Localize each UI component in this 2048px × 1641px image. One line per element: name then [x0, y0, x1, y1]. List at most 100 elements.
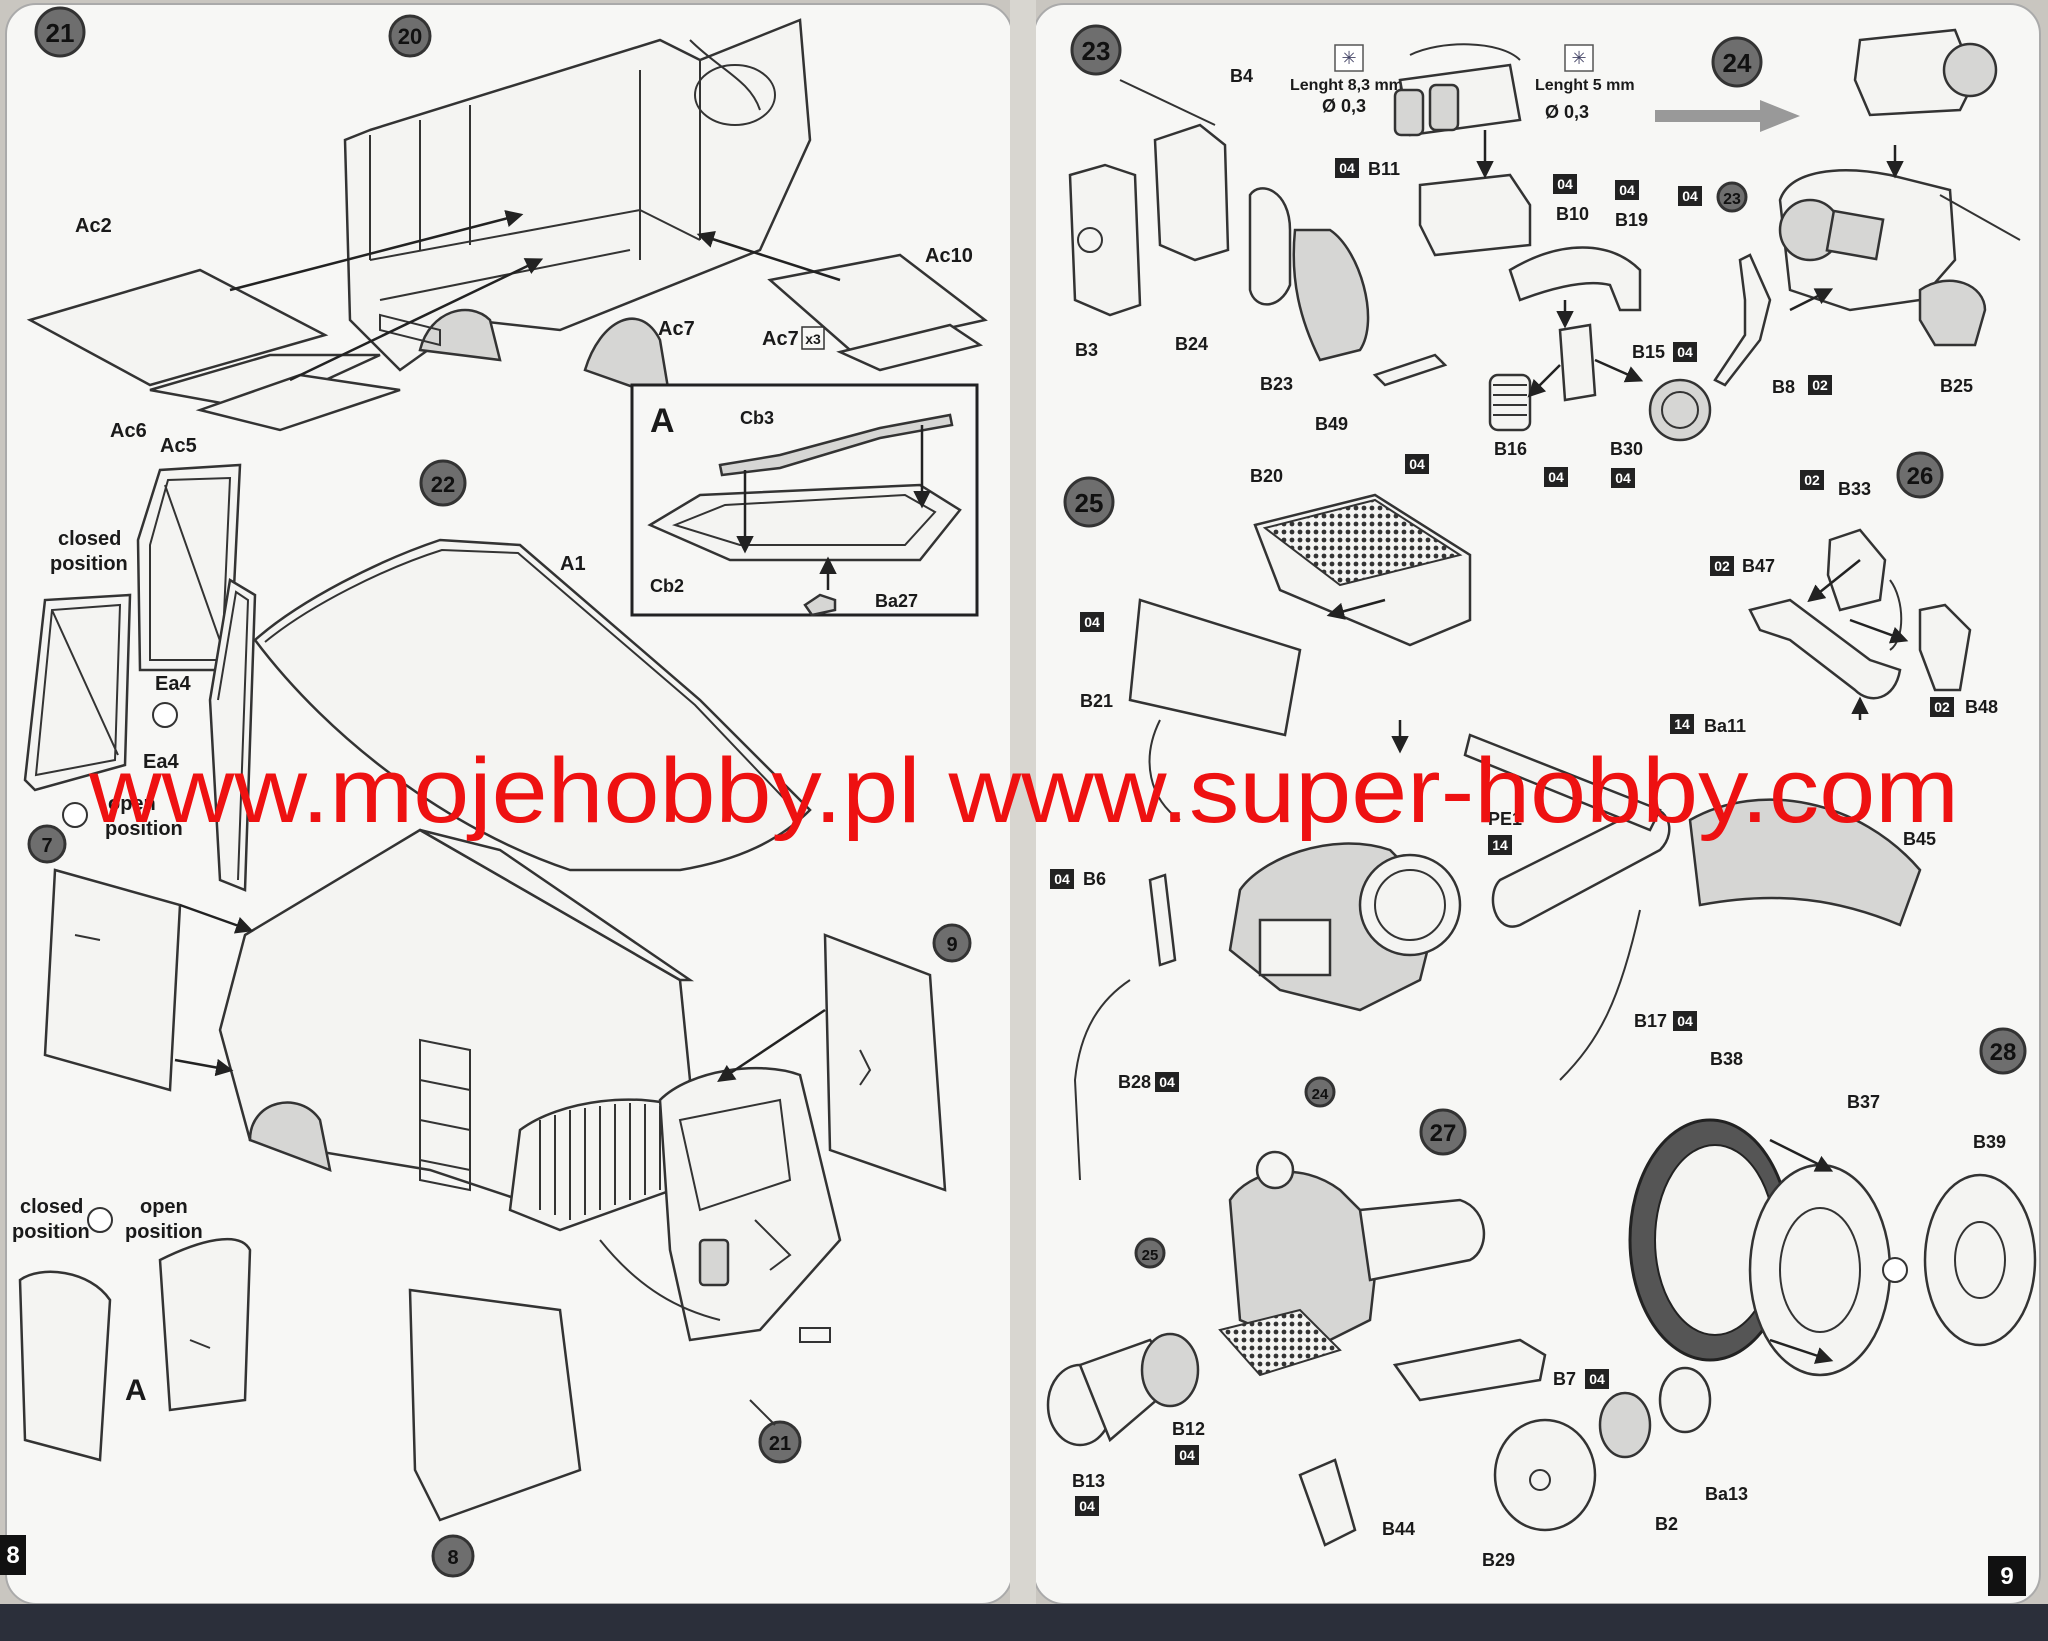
svg-text:Ba13: Ba13 [1705, 1484, 1748, 1504]
svg-text:04: 04 [1548, 469, 1564, 485]
side-door-9: 9 [717, 923, 972, 1192]
svg-text:8: 8 [6, 1542, 19, 1569]
svg-text:B39: B39 [1973, 1132, 2006, 1152]
svg-text:04: 04 [1079, 1498, 1095, 1514]
svg-text:28: 28 [1990, 1039, 2017, 1066]
svg-text:14: 14 [1492, 837, 1508, 853]
svg-text:Lenght 8,3 mm: Lenght 8,3 mm [1290, 77, 1403, 94]
svg-text:24: 24 [1312, 1086, 1329, 1103]
svg-text:Ea4: Ea4 [155, 673, 191, 695]
svg-text:B30: B30 [1610, 439, 1643, 459]
svg-text:04: 04 [1054, 871, 1070, 887]
svg-text:04: 04 [1682, 188, 1698, 204]
svg-text:B29: B29 [1482, 1550, 1515, 1570]
rear-door-7: 7 [27, 824, 254, 1092]
van-body-drawing: 21 [218, 828, 842, 1464]
svg-text:open: open [140, 1196, 188, 1218]
svg-text:Ac10: Ac10 [925, 245, 973, 267]
cab-doors-lower: closed position open position A 8 [12, 1196, 582, 1578]
svg-text:04: 04 [1557, 176, 1573, 192]
ignition-parts: ✳ Lenght 8,3 mm Ø 0,3 ✳ Lenght 5 mm Ø 0,… [1290, 43, 1712, 459]
svg-text:Ba11: Ba11 [1704, 716, 1746, 736]
svg-text:position: position [105, 818, 183, 840]
cab-frame-drawing: 20 [343, 14, 812, 402]
svg-text:A: A [650, 402, 675, 440]
step-28: 28 B38 B37 B39 [1628, 1027, 2037, 1377]
side-windows: closed position Ea4 Ea4 open position [23, 463, 257, 892]
svg-text:9: 9 [946, 934, 957, 956]
svg-text:B13: B13 [1072, 1471, 1105, 1491]
svg-text:B37: B37 [1847, 1092, 1880, 1112]
svg-text:7: 7 [41, 835, 52, 857]
svg-text:B7: B7 [1553, 1369, 1576, 1389]
svg-text:Ea4: Ea4 [143, 751, 179, 773]
svg-text:27: 27 [1430, 1120, 1457, 1147]
svg-text:B25: B25 [1940, 376, 1973, 396]
svg-text:Ac7: Ac7 [762, 328, 799, 350]
svg-text:Ac5: Ac5 [160, 435, 197, 457]
step-26: 26 B33 B47 B48 [1742, 451, 1998, 720]
step-23: 23 B4 B3 B24 B23 B49 [1068, 24, 1448, 434]
svg-text:A: A [125, 1374, 147, 1407]
svg-text:B17: B17 [1634, 1011, 1667, 1031]
svg-text:Ac6: Ac6 [110, 420, 147, 442]
svg-text:25: 25 [1142, 1247, 1159, 1264]
svg-text:02: 02 [1804, 472, 1820, 488]
svg-text:x3: x3 [805, 331, 821, 347]
svg-text:26: 26 [1907, 463, 1934, 490]
svg-text:B6: B6 [1083, 869, 1106, 889]
svg-text:20: 20 [398, 24, 422, 49]
svg-text:25: 25 [1075, 488, 1104, 518]
svg-text:B19: B19 [1615, 210, 1648, 230]
svg-text:B23: B23 [1260, 374, 1293, 394]
roof-panel-a1: A1 [253, 538, 812, 872]
svg-text:B49: B49 [1315, 414, 1348, 434]
page-number-8: 8 [0, 1535, 26, 1575]
svg-text:position: position [12, 1221, 90, 1243]
svg-text:02: 02 [1934, 699, 1950, 715]
svg-text:B33: B33 [1838, 479, 1871, 499]
svg-text:21: 21 [769, 1433, 791, 1455]
svg-text:04: 04 [1615, 470, 1631, 486]
svg-text:B4: B4 [1230, 66, 1253, 86]
svg-text:Cb3: Cb3 [740, 408, 774, 428]
step-22-marker: 22 [419, 459, 467, 507]
floor-plates: Ac2 Ac6 Ac5 Ac7 Ac7 x3 Ac10 [26, 210, 988, 457]
svg-text:04: 04 [1179, 1447, 1195, 1463]
svg-text:B47: B47 [1742, 556, 1775, 576]
svg-text:04: 04 [1339, 160, 1355, 176]
step-21-marker: 8 21 [34, 6, 86, 58]
svg-text:Ac2: Ac2 [75, 215, 112, 237]
svg-text:24: 24 [1723, 48, 1752, 78]
svg-text:B20: B20 [1250, 466, 1283, 486]
svg-text:22: 22 [431, 472, 455, 497]
svg-text:Lenght 5 mm: Lenght 5 mm [1535, 77, 1635, 94]
svg-text:closed: closed [58, 528, 121, 550]
svg-text:B28: B28 [1118, 1072, 1151, 1092]
svg-text:B21: B21 [1080, 691, 1113, 711]
svg-text:02: 02 [1714, 558, 1730, 574]
page-number-9: 9 [1988, 1556, 2026, 1596]
spine-shadow [1010, 0, 1036, 1641]
inset-a-box: A Cb3 Cb2 Ba27 [630, 383, 979, 617]
svg-text:B24: B24 [1175, 334, 1208, 354]
svg-text:open: open [108, 793, 156, 815]
svg-text:Ø 0,3: Ø 0,3 [1545, 102, 1589, 122]
svg-text:04: 04 [1677, 1013, 1693, 1029]
bottom-edge [0, 1604, 2048, 1641]
svg-text:B48: B48 [1965, 697, 1998, 717]
svg-text:position: position [125, 1221, 203, 1243]
svg-text:23: 23 [1723, 191, 1741, 208]
svg-text:B15: B15 [1632, 342, 1665, 362]
step-24: 24 23 B8 B25 [1655, 28, 2021, 397]
svg-text:9: 9 [2000, 1563, 2013, 1590]
svg-text:04: 04 [1084, 614, 1100, 630]
svg-text:Ø 0,3: Ø 0,3 [1322, 96, 1366, 116]
svg-text:B38: B38 [1710, 1049, 1743, 1069]
svg-text:04: 04 [1409, 456, 1425, 472]
svg-text:✳: ✳ [1341, 48, 1356, 68]
svg-text:04: 04 [1589, 1371, 1605, 1387]
svg-text:B16: B16 [1494, 439, 1527, 459]
svg-text:✳: ✳ [1571, 48, 1586, 68]
